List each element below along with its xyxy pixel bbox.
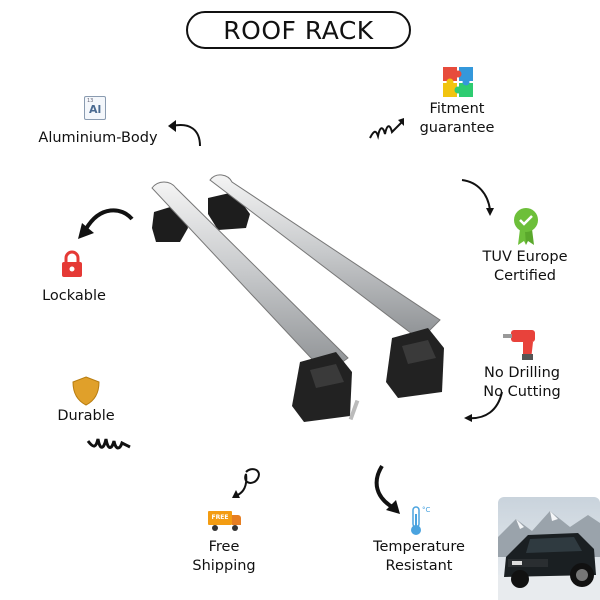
curved-arrow-icon (232, 468, 260, 498)
lockable-label: Lockable (42, 288, 106, 304)
free-shipping-label: Free Shipping (192, 539, 256, 574)
no-drilling-label: No Drilling No Cutting (483, 365, 561, 400)
curved-arrow-icon (461, 179, 494, 216)
squiggle-arrow-icon (86, 438, 131, 450)
shield-icon (72, 376, 100, 406)
drill-icon (503, 330, 535, 360)
curved-arrow-icon (374, 464, 400, 514)
car-photo (498, 497, 600, 600)
fitment-guarantee-label: Fitment guarantee (419, 101, 495, 136)
aluminium-body-label: Aluminium-Body (38, 130, 158, 146)
aluminium-element-icon: 13 Al (84, 96, 106, 120)
roof-rack-image (151, 174, 444, 422)
tuv-certified-label: TUV Europe Certified (482, 249, 568, 284)
certified-badge-icon (514, 208, 538, 245)
puzzle-icon (443, 67, 473, 97)
squiggle-arrow-icon (369, 118, 404, 140)
curved-arrow-icon (168, 120, 201, 147)
temperature-resistant-label: Temperature Resistant (373, 539, 465, 574)
padlock-icon (62, 250, 82, 277)
page-title: ROOF RACK (186, 11, 411, 49)
curved-arrow-icon (464, 391, 503, 422)
durable-label: Durable (57, 408, 115, 424)
curved-arrow-icon (78, 208, 134, 239)
thermometer-icon: °C (409, 506, 433, 536)
delivery-truck-icon: FREE (208, 511, 242, 531)
